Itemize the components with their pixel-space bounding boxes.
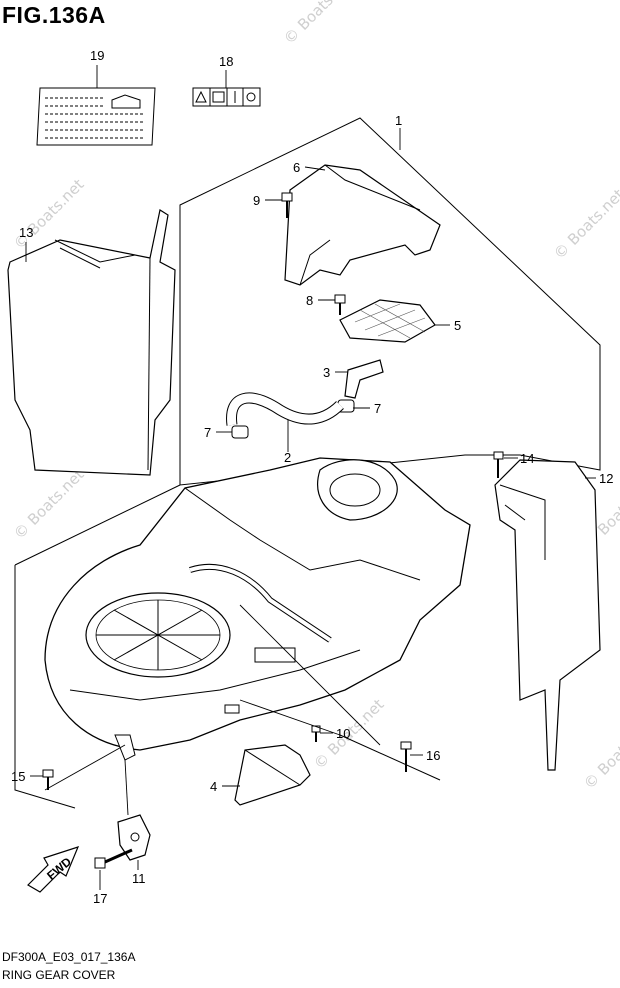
callout-18: 18 (219, 54, 233, 69)
bolt-14 (493, 451, 504, 478)
left-shield-13 (7, 209, 176, 476)
callout-8: 8 (306, 293, 313, 308)
fwd-arrow-icon: FWD (27, 846, 80, 893)
screw-10 (311, 725, 321, 742)
callout-numbers: 1 2 3 4 5 6 7 7 8 9 10 11 12 13 14 15 16… (11, 48, 613, 906)
callout-13: 13 (19, 225, 33, 240)
callout-3: 3 (323, 365, 330, 380)
callout-16: 16 (426, 748, 440, 763)
callout-6: 6 (293, 160, 300, 175)
assembly-outline-bottom-right (339, 734, 441, 781)
diagram-name: RING GEAR COVER (2, 968, 116, 982)
assembly-outline-bottom (14, 565, 76, 809)
fitting-3 (344, 359, 384, 399)
callout-4: 4 (210, 779, 217, 794)
callout-14: 14 (520, 451, 534, 466)
figure-title: FIG.136A (2, 2, 106, 28)
bolt-17 (94, 848, 133, 869)
bolt-8 (334, 294, 346, 315)
clamp-7-lower (231, 425, 249, 439)
callout-7-lower: 7 (204, 425, 211, 440)
plate-4 (234, 744, 311, 806)
callout-19: 19 (90, 48, 104, 63)
callout-17: 17 (93, 891, 107, 906)
hose-2 (226, 392, 344, 426)
watermark: © Boats.net (10, 465, 88, 543)
callout-7-upper: 7 (374, 401, 381, 416)
diagram-code: DF300A_E03_017_136A (2, 950, 136, 964)
callout-9: 9 (253, 193, 260, 208)
watermark: © Boats.net (580, 715, 620, 793)
callout-11: 11 (132, 871, 146, 886)
callout-5: 5 (454, 318, 461, 333)
bolt-15 (42, 769, 54, 790)
callout-15: 15 (11, 769, 25, 784)
watermark: © Boats.net (550, 185, 620, 263)
leader-lines (25, 65, 596, 890)
bolt-9 (281, 192, 293, 218)
bracket-11 (117, 814, 151, 861)
assembly-outline-lower (14, 484, 181, 566)
filter-cover-5 (339, 299, 436, 343)
callout-1: 1 (395, 113, 402, 128)
callout-2: 2 (284, 450, 291, 465)
label-sticker-19 (36, 87, 156, 146)
ring-gear-cover-main (44, 457, 471, 761)
warning-label-18 (192, 87, 261, 107)
callout-12: 12 (599, 471, 613, 486)
bracket-6 (284, 164, 441, 286)
right-shield-12 (494, 459, 601, 771)
watermark: © Boats.net (10, 175, 88, 253)
watermark: © Boats.net (280, 0, 358, 48)
callout-10: 10 (336, 726, 350, 741)
bolt-16 (400, 741, 412, 772)
